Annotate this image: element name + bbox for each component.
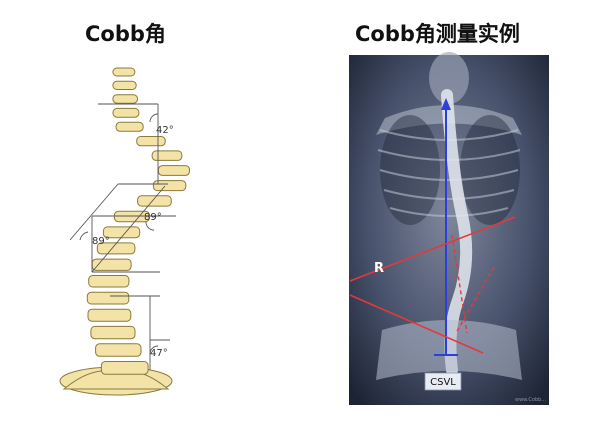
vertebra <box>136 136 166 147</box>
vertebra <box>152 180 187 192</box>
lower-endplate-red-line <box>349 294 484 354</box>
mid-diagonal-line <box>91 185 166 273</box>
xray-side-label: R <box>374 261 384 276</box>
angle-label-89-right: 89° <box>144 212 162 223</box>
measurement-construction <box>69 103 176 370</box>
vertebrae <box>86 67 190 375</box>
upper-endplate-red-line <box>349 216 516 282</box>
mid-left-perp-line <box>69 183 119 241</box>
xray-watermark: www.Cobb... <box>515 397 546 403</box>
vertebra <box>112 80 137 90</box>
vertebra <box>151 150 183 161</box>
vertebra <box>115 121 144 132</box>
xray-image: R CSVL www.Cobb... <box>349 52 549 405</box>
csvl-label: CSVL <box>430 377 456 388</box>
angle-arc-89-left <box>79 231 89 241</box>
perp-dashed-line-2 <box>455 266 495 334</box>
vertebra <box>88 275 130 288</box>
angle-label-42: 42° <box>156 125 174 136</box>
vertebra <box>87 308 132 322</box>
perp-dashed-line-1 <box>451 234 468 334</box>
xray-title: Cobb角测量实例 <box>355 22 520 46</box>
vertebra <box>96 242 136 255</box>
xray-neck <box>429 52 469 104</box>
vertebra <box>86 291 130 305</box>
vertebra <box>95 343 142 357</box>
angle-arc-42 <box>149 113 159 123</box>
spine-diagram: 42° 89° 89° 47° <box>59 67 190 396</box>
angle-label-89-left: 89° <box>92 236 110 247</box>
vertebra <box>112 107 140 118</box>
vertebra <box>157 165 190 176</box>
csvl-arrow-icon <box>441 98 451 110</box>
angle-label-47: 47° <box>150 348 168 359</box>
angle-arc-89-right <box>145 221 155 231</box>
vertebra <box>112 67 136 77</box>
angle-arc-47 <box>149 345 159 355</box>
diagram-title: Cobb角 <box>85 22 166 46</box>
csvl-label-box <box>424 372 462 391</box>
vertebra <box>100 361 149 375</box>
vertebra <box>90 325 136 340</box>
vertebra <box>137 195 172 207</box>
xray-pelvis <box>376 320 522 380</box>
vertebra <box>112 94 139 104</box>
